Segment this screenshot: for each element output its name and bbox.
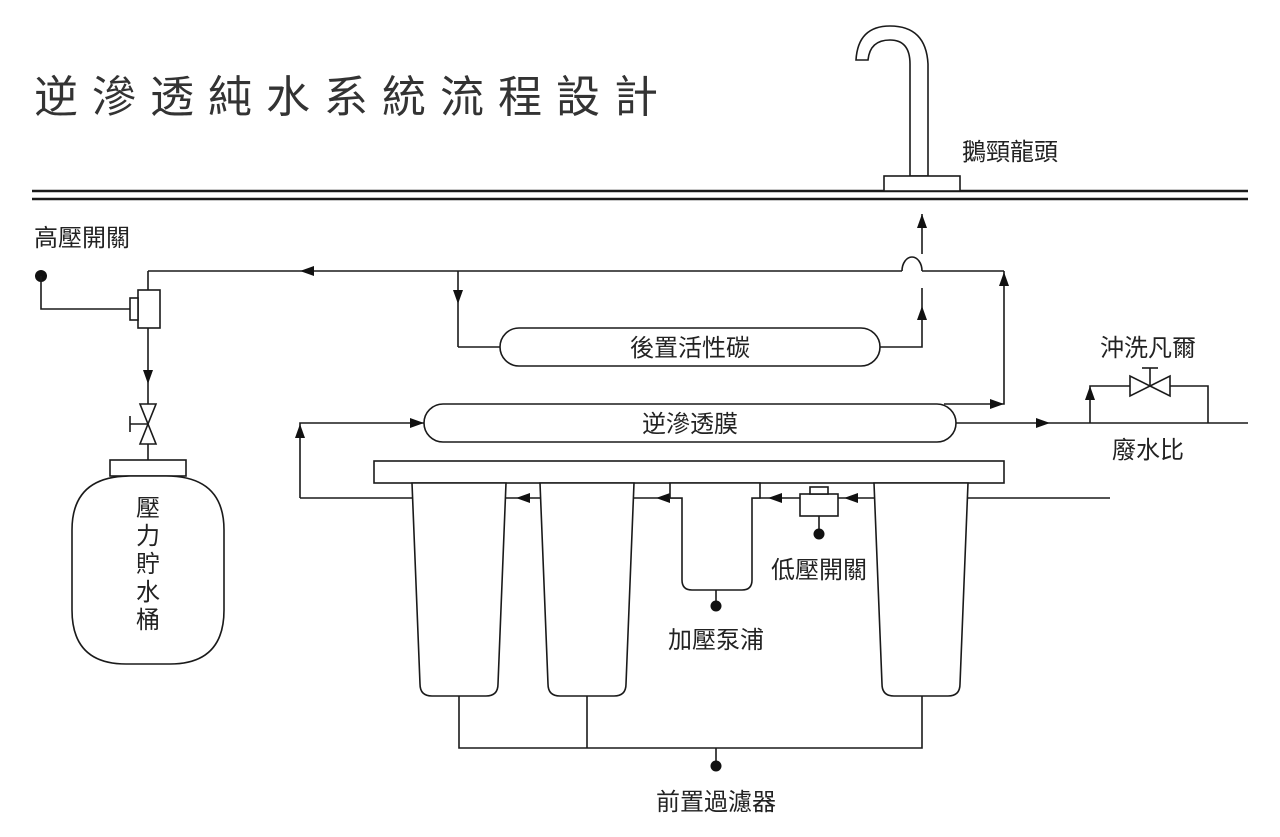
arrow-left-4	[844, 493, 858, 503]
low-pressure-dot	[813, 528, 825, 540]
pre-filter-drain-line	[458, 696, 923, 749]
arrow-up-post-carbon	[917, 306, 927, 320]
pump-dot	[710, 600, 722, 612]
arrow-left-3	[768, 493, 782, 503]
low-pressure-switch	[799, 486, 839, 517]
arrow-left-top	[300, 266, 314, 276]
faucet-label: 鵝頸龍頭	[962, 138, 1058, 166]
low-pressure-switch-label: 低壓開關	[771, 556, 867, 584]
ro-product-line	[944, 271, 1005, 405]
flush-valve	[1129, 367, 1171, 398]
ro-inlet-line	[299, 422, 424, 498]
post-carbon-label: 後置活性碳	[630, 334, 750, 362]
flush-valve-label: 沖洗凡爾	[1100, 334, 1196, 362]
high-pressure-switch	[129, 289, 161, 329]
gooseneck-faucet	[855, 25, 961, 192]
post-carbon-outlet	[880, 306, 923, 348]
booster-pump-label: 加壓泵浦	[668, 626, 764, 654]
high-pressure-switch-wire	[40, 276, 130, 310]
filter-manifold	[373, 460, 1005, 484]
diagram-title: 逆滲透純水系統流程設計	[34, 72, 672, 123]
tank-label-char-5: 桶	[136, 606, 160, 634]
crossover-hop	[901, 256, 923, 272]
pressure-storage-tank	[71, 459, 225, 665]
arrow-right-waste	[1036, 418, 1050, 428]
pre-filter-2	[539, 482, 635, 697]
ro-membrane-label: 逆滲透膜	[642, 410, 738, 438]
tank-label-char-4: 水	[136, 578, 160, 606]
booster-pump	[669, 482, 761, 591]
arrow-up-faucet	[917, 214, 927, 228]
flush-bypass-left	[1089, 385, 1130, 423]
arrow-right-ro-product	[990, 399, 1004, 409]
waste-ratio-label: 廢水比	[1112, 436, 1184, 464]
flush-bypass-right	[1170, 385, 1209, 423]
arrow-down-tank	[143, 370, 153, 384]
arrow-up-flush	[1085, 386, 1095, 400]
tank-label-char-1: 壓	[136, 494, 160, 522]
arrow-up-ro-product	[999, 272, 1009, 286]
tank-label-char-3: 貯	[136, 550, 160, 578]
high-pressure-switch-label: 高壓開關	[34, 224, 130, 252]
arrow-down-post-carbon	[453, 290, 463, 304]
pre-filter-1	[411, 482, 507, 697]
arrow-left-2	[656, 493, 670, 503]
arrow-right-ro-inlet	[410, 418, 424, 428]
arrow-up-ro-inlet	[295, 424, 305, 438]
pre-filters-label: 前置過濾器	[656, 788, 776, 816]
arrow-left-1	[516, 493, 530, 503]
tank-valve	[129, 403, 158, 460]
pre-filter-dot	[710, 760, 722, 772]
tank-label-char-2: 力	[136, 522, 160, 550]
pre-filter-3	[873, 482, 969, 697]
